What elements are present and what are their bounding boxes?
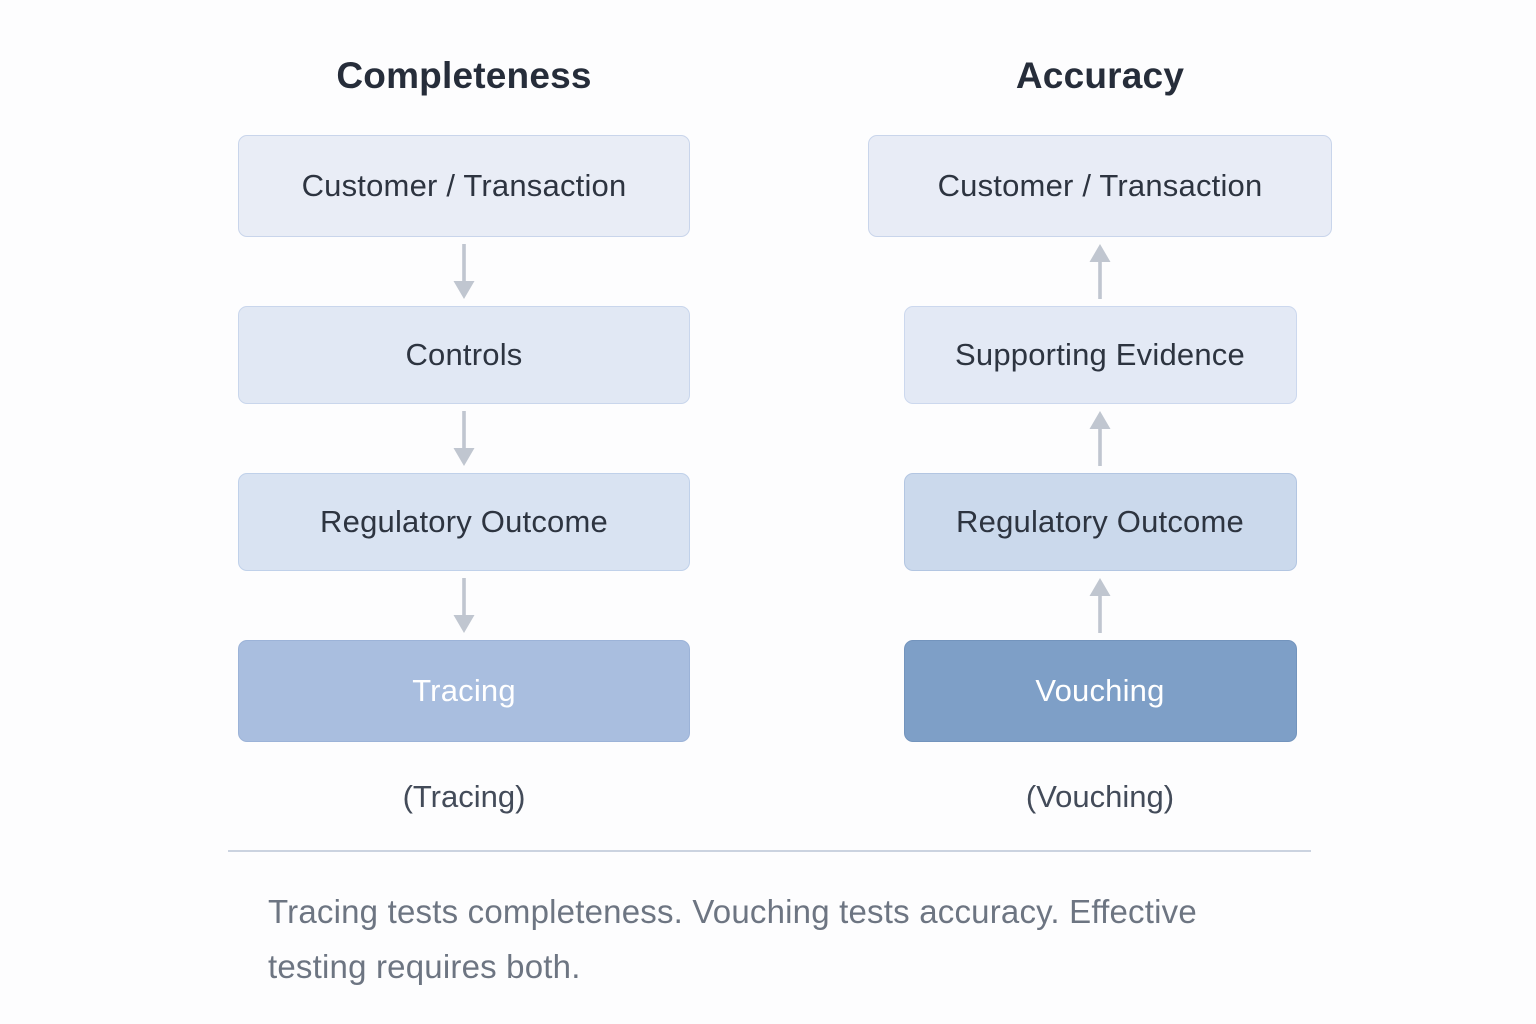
flow-box-tracing: Tracing: [238, 640, 690, 742]
arrow-down-icon: [451, 571, 477, 640]
accuracy-column: Accuracy Customer / Transaction Supporti…: [868, 0, 1332, 815]
completeness-column: Completeness Customer / Transaction Cont…: [238, 0, 690, 815]
flow-box-label: Regulatory Outcome: [320, 504, 608, 539]
flow-box-label: Tracing: [412, 673, 516, 708]
flow-box-regulatory-outcome: Regulatory Outcome: [903, 473, 1297, 571]
arrow-up-icon: [1087, 571, 1113, 640]
flow-box-label: Customer / Transaction: [301, 168, 627, 203]
flow-box-supporting-evidence: Supporting Evidence: [903, 306, 1297, 404]
column-caption-vouching: (Vouching): [1025, 779, 1175, 814]
flow-box-label: Vouching: [1035, 673, 1165, 708]
flow-box-customer-transaction: Customer / Transaction: [868, 135, 1332, 237]
arrow-down-icon: [451, 237, 477, 306]
flow-box-label: Controls: [405, 337, 523, 372]
flow-box-label: Regulatory Outcome: [956, 504, 1244, 539]
column-title-completeness: Completeness: [336, 55, 592, 96]
arrow-up-icon: [1087, 237, 1113, 306]
flow-box-vouching: Vouching: [903, 640, 1297, 742]
divider: [228, 850, 1311, 852]
arrow-up-icon: [1087, 404, 1113, 473]
flow-box-label: Supporting Evidence: [955, 337, 1245, 372]
arrow-down-icon: [451, 404, 477, 473]
footer-note: Tracing tests completeness. Vouching tes…: [268, 893, 1197, 985]
flow-box-customer-transaction: Customer / Transaction: [238, 135, 690, 237]
column-caption-tracing: (Tracing): [402, 779, 526, 814]
flow-box-controls: Controls: [238, 306, 690, 404]
flow-box-label: Customer / Transaction: [937, 168, 1263, 203]
column-title-accuracy: Accuracy: [1015, 55, 1185, 96]
flow-box-regulatory-outcome: Regulatory Outcome: [238, 473, 690, 571]
